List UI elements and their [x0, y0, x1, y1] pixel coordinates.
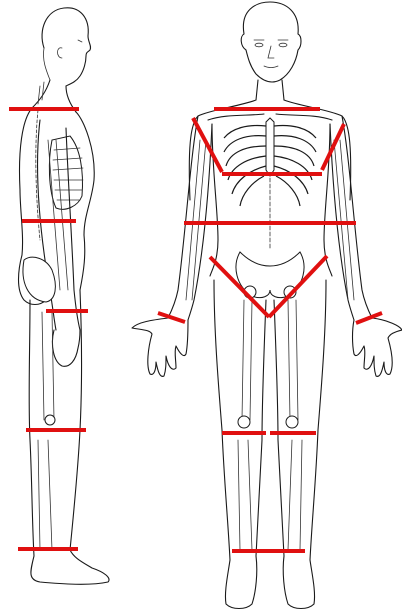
side-leg	[29, 290, 81, 556]
side-ribcage	[49, 136, 82, 209]
front-foot-left	[225, 556, 256, 609]
front-wrist-right-marker	[356, 313, 382, 323]
front-hand-left	[132, 318, 188, 376]
front-wrist-left-marker	[158, 313, 185, 322]
side-hand	[52, 330, 80, 366]
front-hand-right	[353, 318, 402, 376]
front-shoulder-left-marker	[193, 118, 222, 172]
side-foot	[31, 550, 109, 584]
front-foot-right	[283, 556, 314, 609]
front-head	[241, 2, 301, 82]
side-head	[42, 8, 91, 86]
front-leg-right	[274, 280, 326, 560]
side-pelvis	[23, 257, 55, 302]
side-view-figure	[19, 8, 110, 585]
front-view-figure	[132, 2, 402, 609]
front-arm-right	[330, 116, 372, 320]
